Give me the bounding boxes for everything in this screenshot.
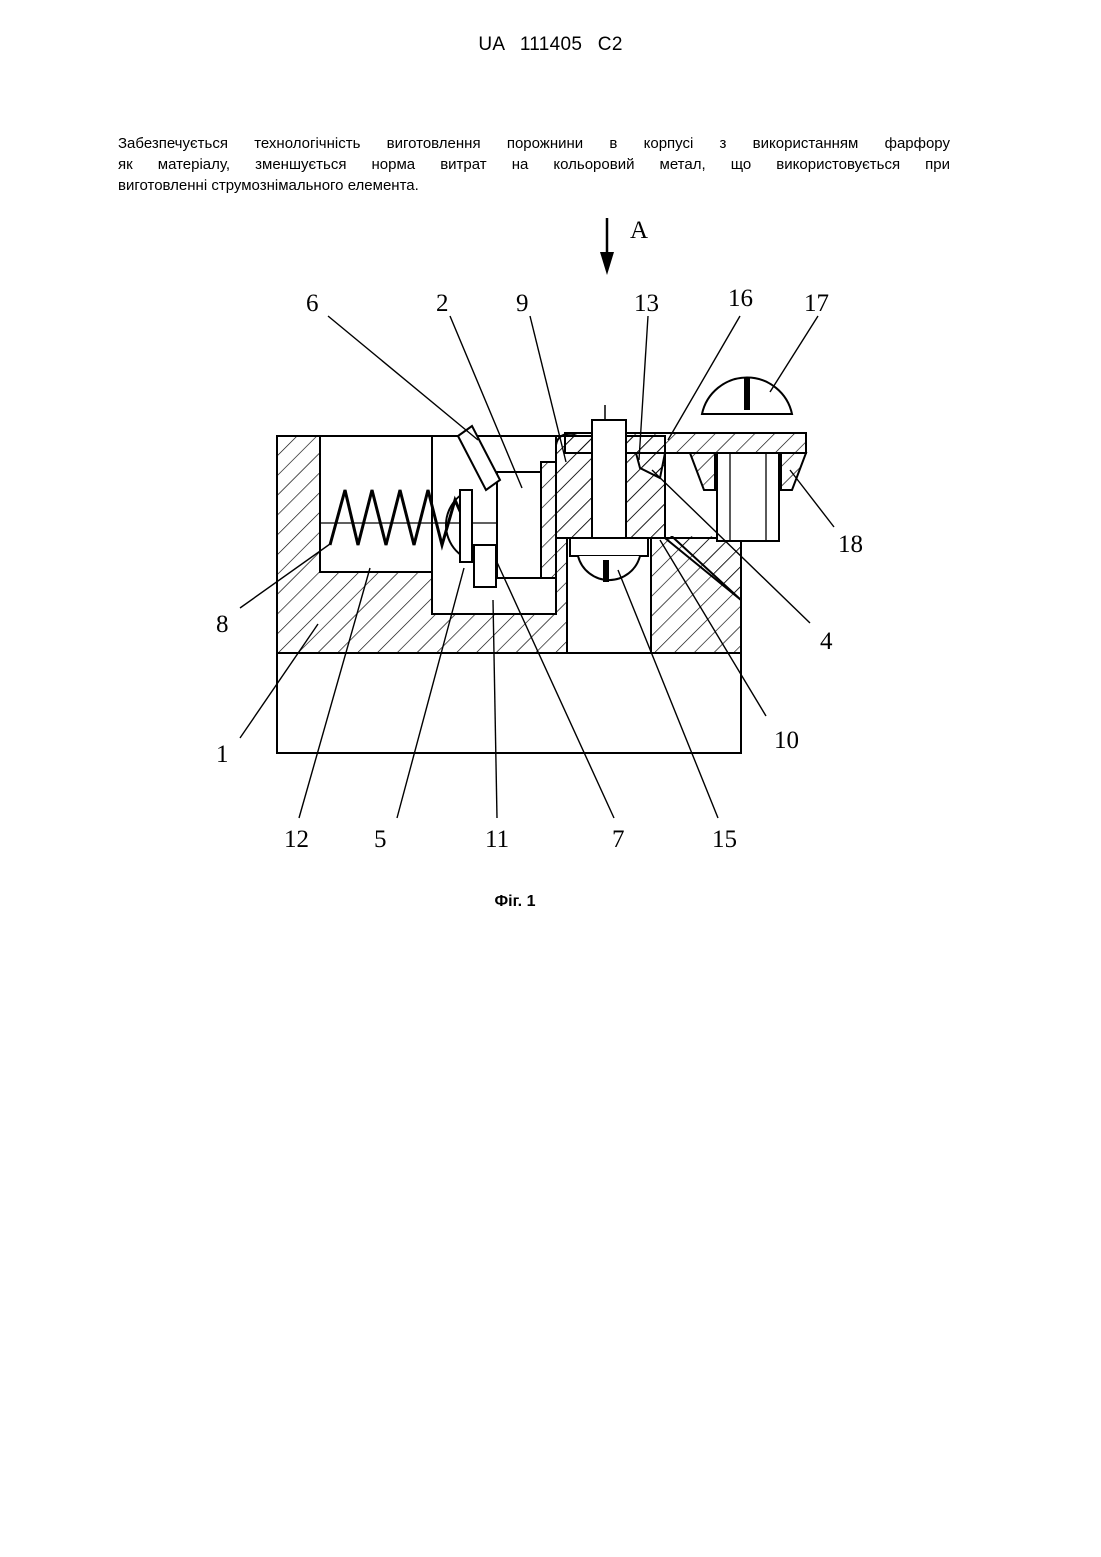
label-15: 15 — [712, 826, 737, 853]
view-direction-arrow — [600, 218, 614, 275]
figure-caption: Фіг. 1 — [0, 893, 1030, 911]
contact-element — [497, 472, 541, 578]
label-1: 1 — [216, 741, 229, 768]
label-2: 2 — [436, 290, 449, 317]
view-label: A — [630, 217, 648, 244]
label-8: 8 — [216, 611, 229, 638]
label-10: 10 — [774, 727, 799, 754]
label-17: 17 — [804, 290, 829, 317]
label-7: 7 — [612, 826, 625, 853]
label-13: 13 — [634, 290, 659, 317]
label-16: 16 — [728, 285, 753, 312]
label-12: 12 — [284, 826, 309, 853]
label-6: 6 — [306, 290, 319, 317]
label-18: 18 — [838, 531, 863, 558]
label-4: 4 — [820, 628, 833, 655]
label-11: 11 — [485, 826, 509, 853]
label-9: 9 — [516, 290, 529, 317]
label-5: 5 — [374, 826, 387, 853]
pin — [592, 420, 626, 538]
